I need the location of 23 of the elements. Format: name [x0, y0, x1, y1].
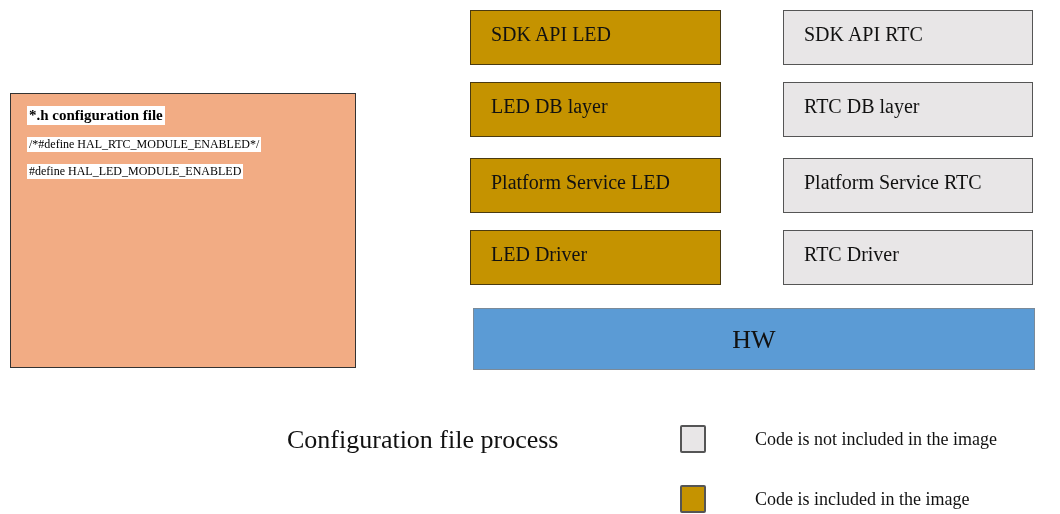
layer-box — [470, 230, 721, 285]
box-label: Platform Service LED — [491, 171, 670, 193]
layer-box — [783, 230, 1033, 285]
box-label: LED DB layer — [491, 95, 608, 117]
caption: Configuration file process — [287, 424, 559, 456]
hardware-box — [473, 308, 1035, 370]
config-file-box — [10, 93, 356, 368]
legend-text: Code is included in the image — [755, 487, 970, 511]
layer-box — [783, 82, 1033, 137]
layer-box — [783, 10, 1033, 65]
box-label: SDK API LED — [491, 23, 611, 45]
box-label: Platform Service RTC — [804, 171, 982, 193]
layer-box — [783, 158, 1033, 213]
legend-text: Code is not included in the image — [755, 427, 997, 451]
layer-box — [470, 10, 721, 65]
box-label: LED Driver — [491, 243, 588, 265]
box-label: RTC DB layer — [804, 95, 920, 117]
layer-box — [470, 82, 721, 137]
box-label: HW — [732, 323, 776, 356]
box-label: RTC Driver — [804, 243, 899, 265]
file-heading: *.h configuration file — [27, 106, 165, 125]
layer-box — [470, 158, 721, 213]
box-label: SDK API RTC — [804, 23, 923, 45]
